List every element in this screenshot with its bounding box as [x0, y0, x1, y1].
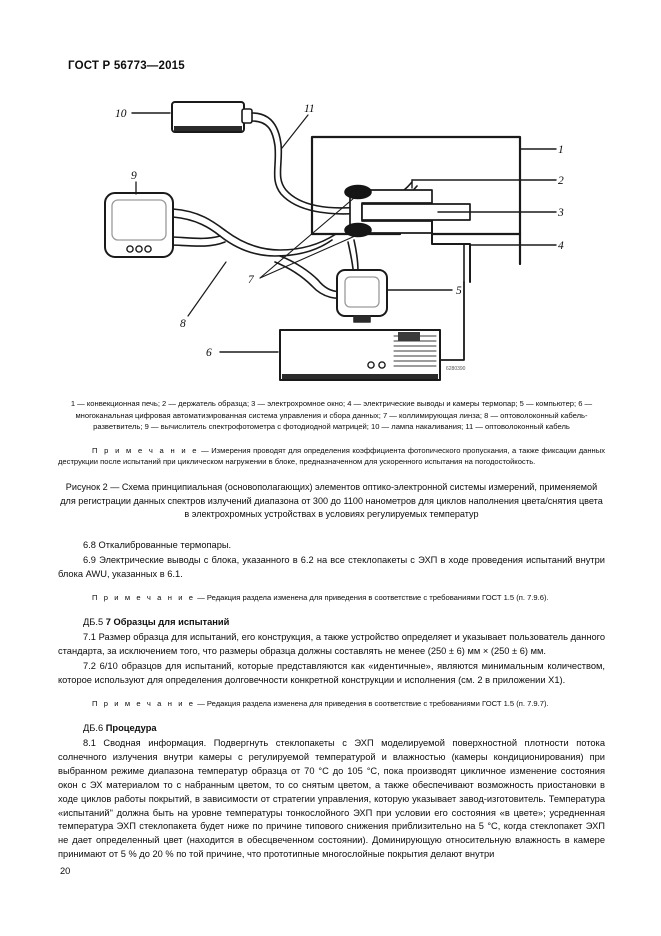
note-7-9-6-text: — Редакция раздела изменена для приведен…	[195, 592, 549, 602]
figure-callout-2: 2	[558, 175, 564, 187]
heading-db5: ДБ.5 7 Образцы для испытаний	[58, 616, 605, 630]
figure-callout-6: 6	[206, 347, 212, 359]
figure-note: П р и м е ч а н и е — Измерения проводят…	[58, 445, 605, 469]
page-number: 20	[60, 866, 71, 876]
note-7-9-7-label: П р и м е ч а н и е	[92, 698, 196, 708]
figure-callout-7: 7	[248, 274, 255, 286]
heading-db6: ДБ.6 Процедура	[58, 722, 605, 736]
figure-callout-8: 8	[180, 318, 186, 330]
heading-db5-title: 7 Образцы для испытаний	[105, 617, 230, 628]
figure-legend: 1 — конвекционная печь; 2 — держатель об…	[70, 399, 593, 432]
figure-callout-4: 4	[558, 240, 564, 252]
note-7-9-6-label: П р и м е ч а н и е	[92, 592, 196, 602]
note-7-9-7: П р и м е ч а н и е — Редакция раздела и…	[58, 698, 605, 710]
figure-note-text: — Измерения проводят для определения коэ…	[58, 445, 605, 467]
figure-2-schematic: 1 2 3 4 5 6 7 8 9 10 11 6280390	[60, 82, 605, 397]
paragraph-7-2: 7.2 6/10 образцов для испытаний, которые…	[58, 660, 605, 685]
tower-marking-text: 6280390	[446, 366, 466, 372]
paragraph-8-1: 8.1 Сводная информация. Подвергнуть стек…	[58, 738, 605, 860]
figure-callout-10: 10	[115, 108, 127, 120]
paragraph-7-1: 7.1 Размер образца для испытаний, его ко…	[58, 632, 605, 657]
figure-callout-9: 9	[131, 170, 137, 182]
running-header: ГОСТ Р 56773—2015	[68, 60, 185, 72]
heading-db6-title: Процедура	[105, 723, 157, 734]
text-column: 1 — конвекционная печь; 2 — держатель об…	[58, 398, 605, 863]
figure-caption: Рисунок 2 — Схема принципиальная (осново…	[60, 482, 603, 520]
note-7-9-7-text: — Редакция раздела изменена для приведен…	[195, 698, 549, 708]
heading-db6-prefix: ДБ.6	[83, 723, 106, 734]
figure-callout-5: 5	[456, 285, 462, 297]
spacer	[58, 689, 605, 698]
paragraph-6-9: 6.9 Электрические выводы с блока, указан…	[58, 554, 605, 579]
figure-note-label: П р и м е ч а н и е	[92, 445, 199, 455]
heading-db5-prefix: ДБ.5	[83, 617, 106, 628]
figure-callout-11: 11	[304, 103, 315, 115]
spacer	[58, 583, 605, 592]
figure-callout-3: 3	[557, 207, 564, 219]
paragraph-6-8: 6.8 Откалиброванные термопары.	[83, 540, 232, 551]
figure-callout-1: 1	[558, 144, 564, 156]
note-7-9-6: П р и м е ч а н и е — Редакция раздела и…	[58, 592, 605, 604]
figure-2-drawing: 1 2 3 4 5 6 7 8 9 10 11 6280390	[104, 101, 564, 381]
